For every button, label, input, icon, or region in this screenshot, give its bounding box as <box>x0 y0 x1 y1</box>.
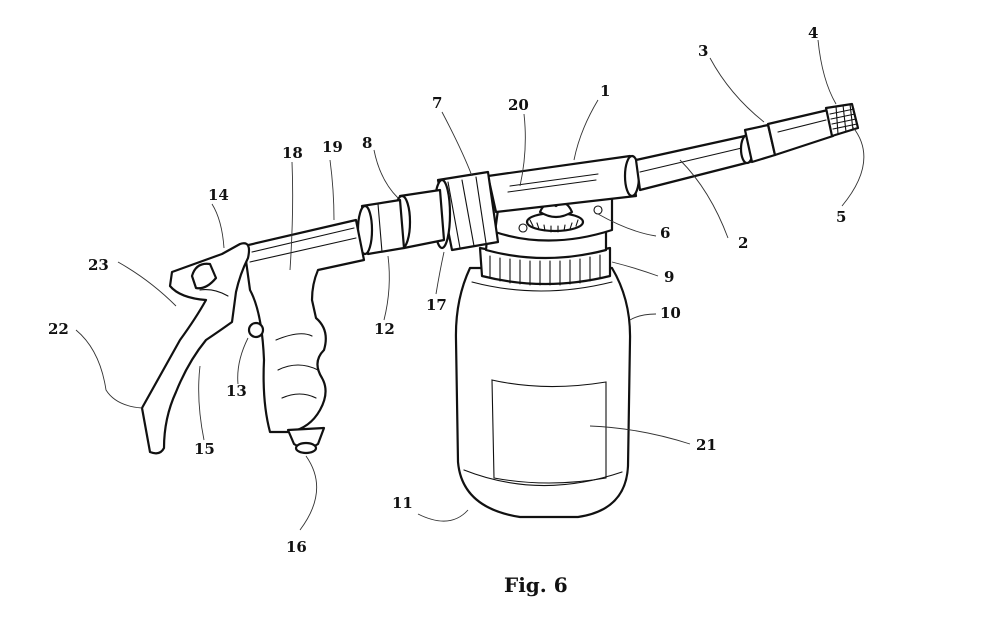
ref-10: 10 <box>660 304 681 322</box>
ref-21: 21 <box>696 436 717 454</box>
brush-bristles <box>824 102 860 138</box>
ref-17: 17 <box>426 296 447 314</box>
ref-3: 3 <box>698 42 708 60</box>
leader-lines <box>75 39 865 531</box>
ref-15: 15 <box>194 440 215 458</box>
figure-caption: Fig. 6 <box>504 573 568 597</box>
ref-1: 1 <box>600 82 610 100</box>
fitting <box>356 188 446 256</box>
ref-13: 13 <box>226 382 247 400</box>
trigger-lever <box>140 242 265 455</box>
ref-18: 18 <box>282 144 303 162</box>
ref-20: 20 <box>508 96 529 114</box>
ref-23: 23 <box>88 256 109 274</box>
wand <box>634 133 755 192</box>
reference-numerals: 1 2 3 4 5 6 7 8 9 10 11 12 13 14 15 16 1… <box>48 24 846 556</box>
ref-14: 14 <box>208 186 229 204</box>
ref-8: 8 <box>362 134 372 152</box>
ref-19: 19 <box>322 138 343 156</box>
ref-7: 7 <box>432 94 442 112</box>
ref-22: 22 <box>48 320 69 338</box>
ref-11: 11 <box>392 494 413 512</box>
bottle <box>454 266 632 519</box>
ref-4: 4 <box>808 24 818 42</box>
main-tube <box>486 154 641 214</box>
ref-6: 6 <box>660 224 670 242</box>
ref-2: 2 <box>738 234 748 252</box>
ref-5: 5 <box>836 208 846 226</box>
ref-9: 9 <box>664 268 674 286</box>
ref-12: 12 <box>374 320 395 338</box>
gun-body <box>242 218 366 455</box>
ref-16: 16 <box>286 538 307 556</box>
